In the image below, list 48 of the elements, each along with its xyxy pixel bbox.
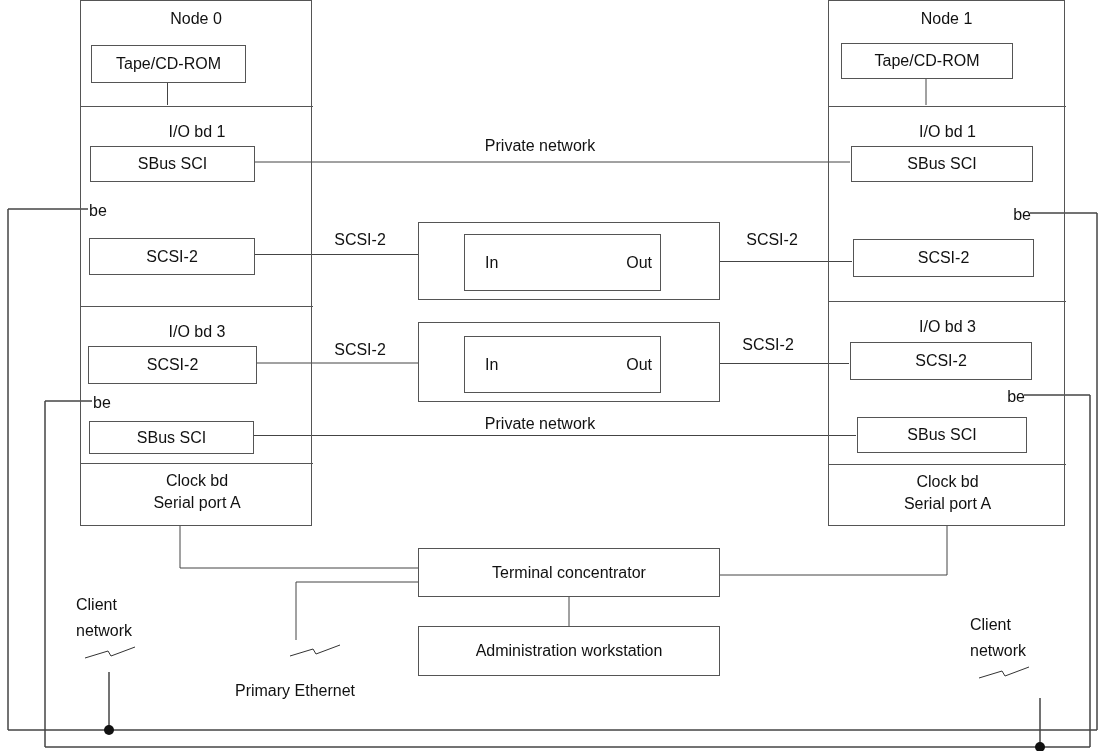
network-label: Primary Ethernet (234, 681, 355, 701)
interface-label: be (991, 386, 1025, 408)
network-label: Client network (970, 615, 1028, 661)
port-label: In (485, 355, 499, 374)
enclosure-box (418, 222, 720, 300)
device-box: SCSI-2 (89, 238, 255, 275)
connector-line (925, 77, 927, 106)
section-title: Serial port A (153, 493, 241, 513)
section-title: Clock bd (916, 472, 979, 492)
device-box: SCSI-2 (853, 239, 1034, 277)
device-box: Administration workstation (418, 626, 720, 676)
interface-label: be (89, 200, 119, 222)
device-box: SBus SCI (90, 146, 255, 182)
port-box (464, 336, 661, 393)
interface-label: be (997, 204, 1031, 226)
section-title: I/O bd 1 (168, 122, 226, 142)
port-label: Out (626, 355, 652, 374)
panel-title: Node 1 (920, 9, 973, 29)
connector-line (719, 525, 948, 576)
port-label: Out (626, 253, 652, 272)
section-title: Serial port A (903, 494, 992, 514)
section-title: I/O bd 3 (168, 322, 226, 342)
node-panel (80, 0, 312, 526)
network-label: Client network (76, 595, 134, 641)
connector-line (252, 435, 857, 436)
section-title: I/O bd 3 (919, 317, 976, 337)
port-label: In (485, 253, 499, 272)
device-box: Tape/CD-ROM (841, 43, 1013, 79)
port-box (464, 234, 661, 291)
enclosure-box (418, 322, 720, 402)
section-title: Clock bd (165, 471, 229, 491)
device-box: SCSI-2 (850, 342, 1032, 380)
connector-line (1023, 394, 1091, 748)
interface-label: be (93, 392, 123, 414)
section-title: I/O bd 1 (919, 122, 976, 142)
device-box: SBus SCI (857, 417, 1027, 453)
connector-line (179, 525, 419, 569)
device-box: SBus SCI (89, 421, 254, 454)
device-box: Terminal concentrator (418, 548, 720, 597)
device-box: Tape/CD-ROM (91, 45, 246, 83)
panel-title: Node 0 (170, 9, 222, 29)
connector-line (167, 81, 168, 106)
device-box: SCSI-2 (88, 346, 257, 384)
device-box: SBus SCI (851, 146, 1033, 182)
connector-line (295, 581, 419, 641)
connector-line (568, 596, 570, 627)
connector-line (253, 161, 851, 163)
node-panel (828, 0, 1065, 526)
